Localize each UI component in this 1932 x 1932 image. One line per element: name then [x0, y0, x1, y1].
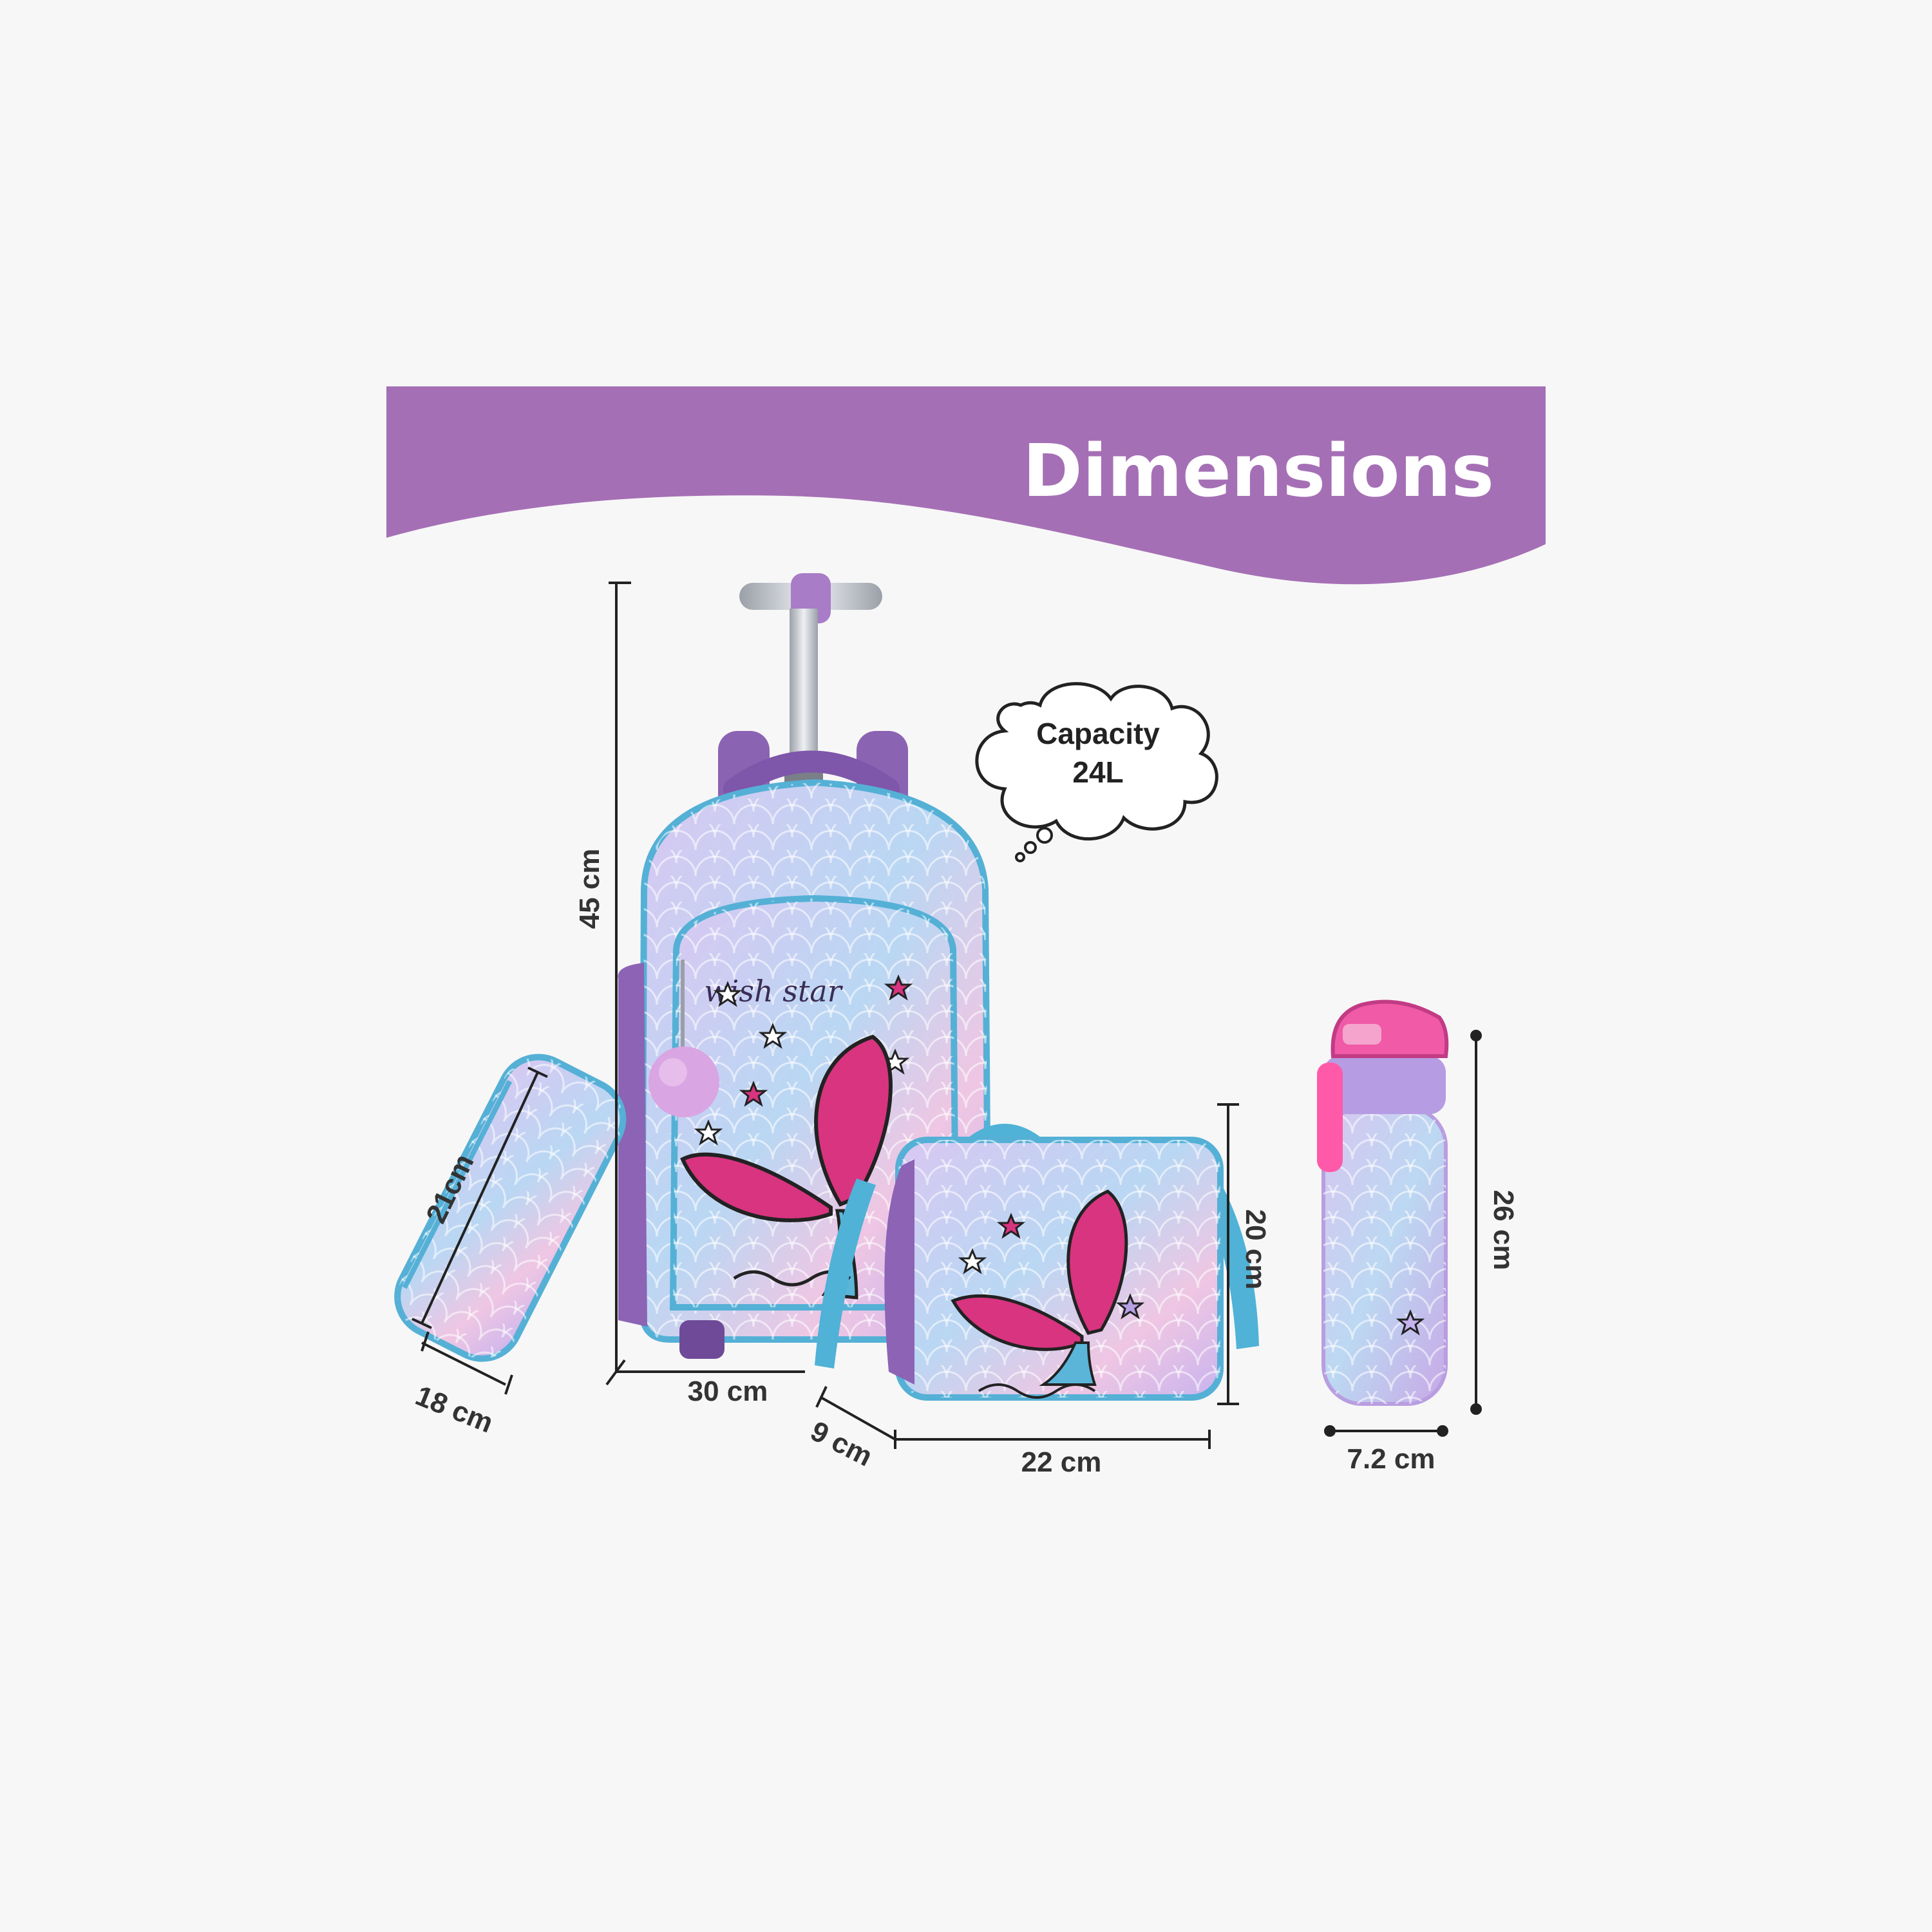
- capacity-value: 24L: [1072, 755, 1123, 789]
- lunch-bag-width-label: 22 cm: [1021, 1446, 1102, 1478]
- pencil-case-width-label: 18 cm: [411, 1379, 497, 1439]
- water-bottle: [1317, 999, 1449, 1406]
- bottle-height-label: 26 cm: [1488, 1190, 1519, 1271]
- dimension-endpoints: [1324, 1030, 1482, 1437]
- bottle-strap: [1317, 1063, 1343, 1172]
- dimension-lines: [412, 582, 1477, 1449]
- lunch-bag: [815, 1124, 1259, 1401]
- capacity-label: Capacity: [1036, 717, 1160, 750]
- bottle-diameter-label: 7.2 cm: [1347, 1443, 1435, 1475]
- banner: [386, 386, 1546, 585]
- backpack-width-label: 30 cm: [688, 1376, 768, 1407]
- pencil-case: [394, 1054, 627, 1362]
- capacity-cloud: Capacity 24L: [975, 682, 1218, 862]
- backpack-height-label: 45 cm: [574, 849, 605, 929]
- lunch-bag-height-label: 20 cm: [1240, 1209, 1271, 1290]
- banner-title: Dimensions: [1023, 430, 1494, 513]
